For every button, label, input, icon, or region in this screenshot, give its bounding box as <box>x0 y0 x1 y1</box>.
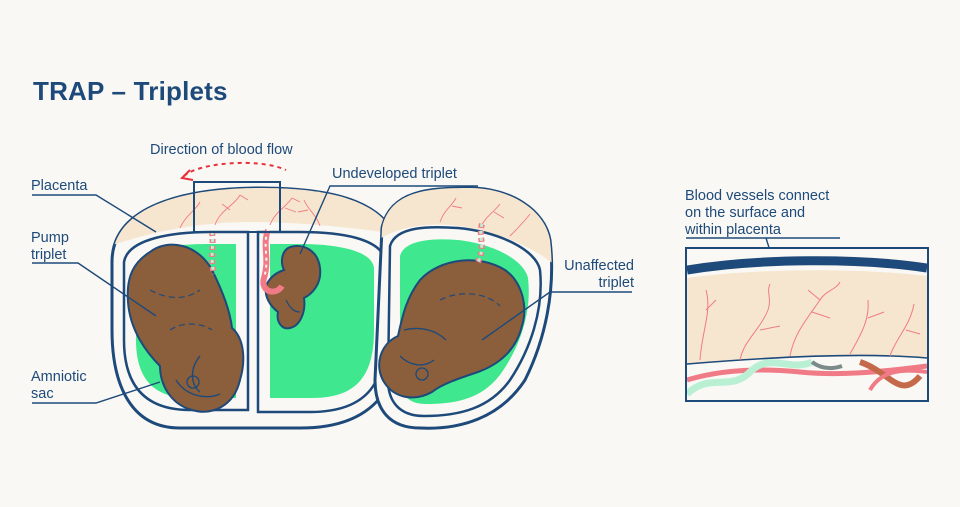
leader-unaffected <box>481 291 632 341</box>
inset-placenta <box>687 270 927 364</box>
label-pump-triplet: Pump triplet <box>31 230 69 263</box>
blood-flow-arrowhead <box>179 169 194 181</box>
label-inset-caption: Blood vessels connect on the surface and… <box>685 188 830 238</box>
leader-pump <box>32 262 157 317</box>
placenta-vessels-right <box>439 197 531 237</box>
inset-artery <box>687 363 927 383</box>
inset-vessels <box>699 281 921 361</box>
label-amniotic-sac: Amniotic sac <box>31 369 87 402</box>
label-undeveloped-triplet: Undeveloped triplet <box>332 166 457 182</box>
highlight-box <box>193 181 281 233</box>
label-blood-flow: Direction of blood flow <box>150 142 293 158</box>
leader-placenta <box>32 194 157 233</box>
label-unaffected-triplet: Unaffected triplet <box>564 258 634 291</box>
diagram-title: TRAP – Triplets <box>33 76 228 106</box>
leader-amniotic <box>32 381 161 404</box>
leader-lines <box>32 185 840 404</box>
placenta-right <box>375 188 552 270</box>
pump-fetus <box>126 243 245 413</box>
blood-flow-arrow <box>183 161 287 177</box>
leader-undeveloped <box>299 185 478 255</box>
umbilical-cords-left <box>209 228 285 295</box>
placenta-inset <box>685 247 929 402</box>
undeveloped-fetus <box>264 245 322 330</box>
label-placenta: Placenta <box>31 178 88 194</box>
inset-vein <box>687 358 814 397</box>
unaffected-fetus <box>378 259 526 399</box>
